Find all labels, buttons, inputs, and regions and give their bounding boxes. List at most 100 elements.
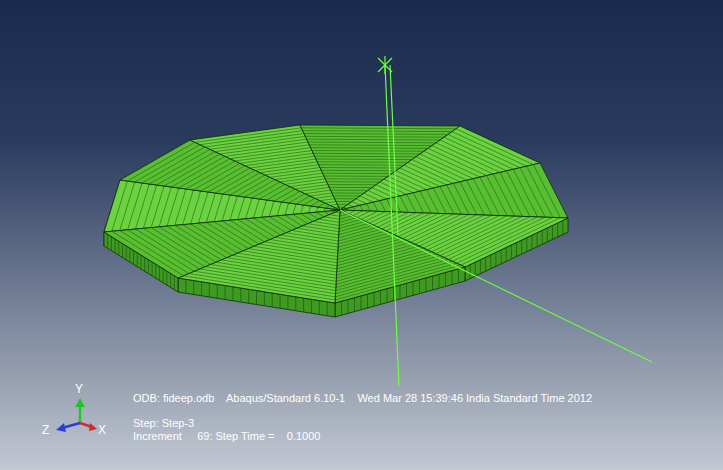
mesh-ring (316, 159, 412, 161)
axis-triad (56, 398, 97, 432)
mesh-ring (336, 201, 352, 202)
mesh-ring (303, 130, 452, 132)
mesh-ring (235, 151, 312, 162)
mesh-ring (191, 191, 201, 224)
mesh-ring (269, 201, 274, 217)
rim-line (354, 298, 355, 312)
mesh-ring (285, 215, 302, 226)
mesh-ring (387, 199, 394, 212)
rim-line (485, 257, 486, 271)
mesh-ring (238, 220, 270, 240)
rim-line (174, 276, 175, 290)
mesh-ring (440, 140, 507, 171)
mesh-ring (448, 217, 537, 259)
mesh-ring (329, 187, 372, 188)
mesh-ring (440, 187, 454, 215)
mesh-ring (338, 235, 394, 251)
mesh-ring (296, 196, 310, 204)
axis-label: Y (75, 383, 83, 396)
mesh-ring (380, 182, 407, 194)
axis-label: Z (42, 424, 49, 437)
rim-line (452, 271, 453, 285)
mesh-ring (200, 269, 336, 291)
mesh-ring (143, 228, 205, 266)
mesh-ring (253, 199, 259, 218)
mesh-ring (407, 214, 462, 240)
mesh-ring (420, 154, 473, 179)
mesh-ring (215, 139, 307, 152)
rim-line (295, 297, 296, 311)
mesh-ring (339, 225, 374, 235)
mesh-ring (280, 176, 324, 182)
rim-line (115, 239, 116, 253)
mesh-ring (527, 166, 553, 217)
mesh-ring (453, 183, 469, 214)
rim-line (521, 240, 522, 254)
mesh-ring (380, 201, 386, 212)
axis-label: X (98, 424, 106, 437)
rim-line (406, 283, 407, 297)
rim-line (557, 223, 558, 237)
mesh-ring (143, 185, 156, 228)
mesh-ring (321, 170, 396, 171)
mesh-ring (270, 239, 338, 250)
mesh-ring (246, 198, 252, 219)
mesh-ring (277, 202, 281, 216)
mesh-ring (269, 217, 291, 231)
mesh-ring (440, 216, 522, 255)
mesh-ring (336, 254, 436, 282)
rim-line (480, 260, 481, 274)
mesh-ring (415, 215, 477, 244)
rim-line (141, 255, 142, 269)
mesh-ring (333, 195, 360, 196)
mesh-ring (206, 193, 215, 222)
rim-line (126, 246, 127, 260)
mesh-ring (128, 183, 142, 230)
mesh-ring (293, 214, 308, 223)
mesh-ring (407, 194, 416, 212)
mesh-ring (274, 189, 295, 201)
mesh-ring (195, 128, 301, 142)
mesh-ring (331, 190, 368, 191)
rim-line (111, 237, 112, 251)
mesh-ring (275, 173, 323, 180)
mesh-ring (281, 191, 300, 202)
mesh-ring (297, 228, 339, 235)
mesh-ring (315, 156, 416, 158)
mesh-ring (171, 156, 225, 187)
mesh-ring (230, 175, 265, 195)
rim-line (166, 271, 167, 285)
mesh-ring (120, 231, 189, 274)
mesh-ring (336, 256, 440, 285)
mesh-ring (159, 227, 216, 262)
mesh-ring (205, 267, 336, 288)
rim-line (531, 235, 532, 249)
step-info: Step: Step-3 (133, 417, 194, 430)
mesh-ring (222, 221, 259, 244)
mesh-ring (205, 134, 304, 148)
rim-line (419, 280, 420, 294)
mesh-ring (335, 263, 456, 297)
mesh-ring (313, 153, 420, 155)
increment-info: Increment 69: Step Time = 0.1000 (133, 430, 320, 443)
mesh-ring (335, 265, 461, 300)
mesh-ring (248, 249, 337, 263)
mesh-ring (246, 219, 276, 237)
rim-line (475, 262, 476, 276)
mesh-ring (444, 217, 530, 258)
mesh-ring (467, 180, 485, 215)
mesh-ring (232, 255, 337, 272)
rim-line (303, 298, 304, 312)
rim-line (280, 294, 281, 308)
mesh-ring (427, 190, 439, 214)
mesh-ring (198, 223, 242, 251)
rim-line (240, 288, 241, 302)
mesh-ring (360, 205, 363, 211)
mesh-ring (318, 219, 339, 222)
mesh-ring (432, 216, 508, 252)
mesh-ring (238, 197, 245, 220)
mesh-sector (340, 163, 568, 218)
mesh-ring (309, 213, 319, 219)
mesh-ring (348, 204, 353, 206)
mesh-ring (392, 174, 427, 190)
